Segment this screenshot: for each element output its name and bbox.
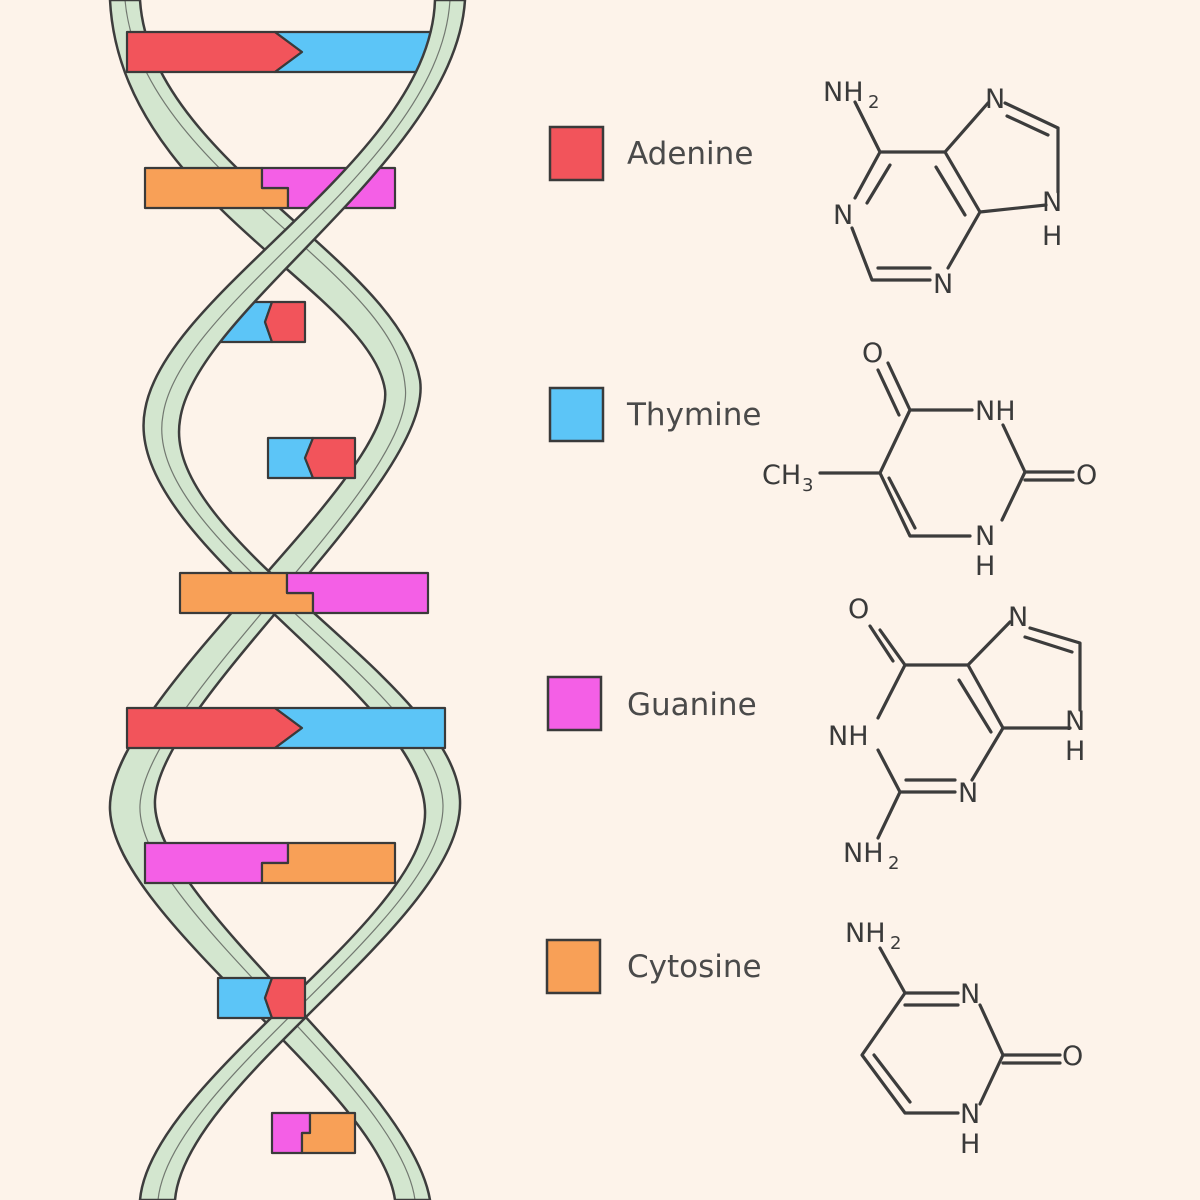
base-pairs <box>125 30 447 344</box>
thymine-ch3: CH <box>762 460 801 491</box>
thymine-nh3: NH <box>975 396 1016 427</box>
cytosine-nh2-subscript: 2 <box>890 933 901 954</box>
cytosine-base <box>260 841 397 885</box>
base-pair-6 <box>125 706 447 750</box>
legend-item-thymine: Thymine <box>548 386 761 443</box>
adenine-nh2-subscript: 2 <box>868 92 879 113</box>
cytosine-h1: H <box>960 1129 980 1160</box>
cytosine-o2: O <box>1062 1041 1083 1072</box>
thymine-base <box>273 706 447 750</box>
legend: Adenine Thymine Guanine Cytosine <box>545 125 762 995</box>
adenine-base <box>303 436 357 480</box>
adenine-base <box>125 30 304 74</box>
thymine-h1: H <box>975 551 995 582</box>
adenine-base <box>263 300 307 344</box>
adenine-n3: N <box>933 269 953 300</box>
adenine-n1: N <box>833 200 853 231</box>
adenine-n9: N <box>1042 187 1062 218</box>
legend-swatch <box>548 125 605 182</box>
legend-label: Guanine <box>627 687 757 723</box>
adenine-h9: H <box>1042 221 1062 252</box>
cytosine-structure: NH 2 N O N H <box>845 918 1083 1160</box>
base-pairs-lower <box>125 436 447 1155</box>
legend-item-cytosine: Cytosine <box>545 938 762 995</box>
legend-swatch <box>545 938 602 995</box>
thymine-n1: N <box>975 521 995 552</box>
cytosine-base <box>300 1111 357 1155</box>
thymine-o4: O <box>862 338 883 369</box>
thymine-o2: O <box>1076 460 1097 491</box>
base-pair-1 <box>125 30 447 74</box>
guanine-nh2-subscript: 2 <box>888 853 899 874</box>
legend-label: Adenine <box>627 136 753 172</box>
legend-label: Thymine <box>626 397 761 433</box>
legend-swatch <box>546 675 603 732</box>
guanine-o6: O <box>848 594 869 625</box>
legend-item-guanine: Guanine <box>546 675 757 732</box>
thymine-base <box>273 30 447 74</box>
adenine-n7: N <box>985 84 1005 115</box>
guanine-structure: O N NH N H N NH 2 <box>828 594 1085 874</box>
base-pair-7 <box>143 841 397 885</box>
base-pair-5 <box>178 571 430 615</box>
cytosine-n3: N <box>960 979 980 1010</box>
legend-label: Cytosine <box>627 949 762 985</box>
base-pair-8 <box>216 976 307 1020</box>
adenine-structure: NH 2 N N N N H <box>823 77 1062 300</box>
legend-item-adenine: Adenine <box>548 125 753 182</box>
adenine-nh2: NH <box>823 77 864 108</box>
guanine-n3: N <box>958 778 978 809</box>
base-pair-4 <box>266 436 357 480</box>
guanine-n7: N <box>1008 602 1028 633</box>
cytosine-nh2: NH <box>845 918 886 949</box>
guanine-n9: N <box>1065 706 1085 737</box>
dna-helix <box>108 0 467 1200</box>
guanine-nh1: NH <box>828 721 869 752</box>
adenine-base <box>263 976 307 1020</box>
guanine-nh2: NH <box>843 838 884 869</box>
thymine-structure: O NH O N H CH 3 <box>762 338 1097 582</box>
base-pair-9 <box>270 1111 357 1155</box>
adenine-base <box>125 706 304 750</box>
cytosine-n1: N <box>960 1099 980 1130</box>
guanine-h9: H <box>1065 736 1085 767</box>
guanine-base <box>285 571 430 615</box>
dna-strand-front <box>138 0 467 1200</box>
legend-swatch <box>548 386 605 443</box>
thymine-ch3-subscript: 3 <box>802 475 813 496</box>
